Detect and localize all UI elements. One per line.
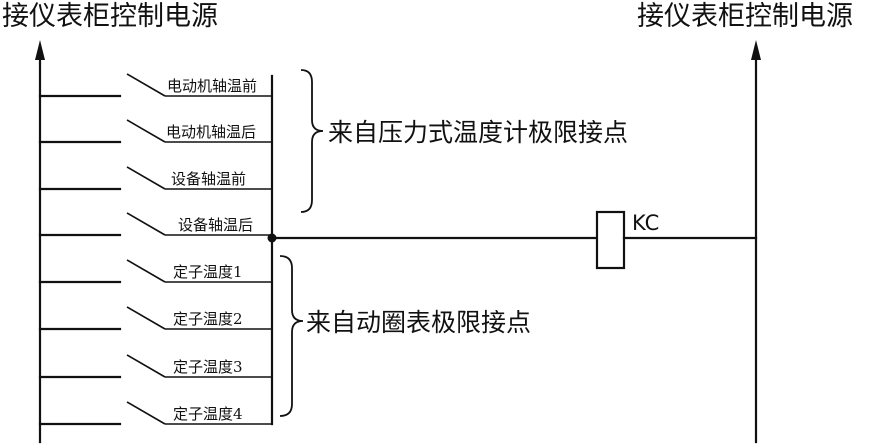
contact-label: 电动机轴温前 [167, 77, 257, 95]
pressure-group-label: 来自压力式温度计极限接点 [328, 118, 628, 147]
contact-blade [126, 212, 166, 236]
contact-branch: 电动机轴温前 [38, 73, 272, 98]
left-supply-rail [35, 40, 45, 444]
brace-coil-group [279, 255, 304, 417]
contact-branch: 定子温度2 [38, 306, 272, 331]
contact-label: 电动机轴温后 [166, 123, 256, 141]
contact-label: 定子温度2 [173, 310, 243, 328]
contact-label: 设备轴温前 [171, 170, 246, 188]
relay-label: KC [632, 211, 659, 235]
contact-branch: 设备轴温前 [38, 166, 272, 191]
contact-blade [126, 401, 166, 425]
contact-blade [126, 306, 166, 330]
contact-blade [126, 166, 166, 190]
brace-pressure-group [300, 69, 324, 213]
right-supply-label: 接仪表柜控制电源 [637, 1, 853, 32]
contact-branch: 电动机轴温后 [38, 119, 272, 144]
contact-branch: 定子温度1 [38, 259, 272, 284]
left-supply-label: 接仪表柜控制电源 [2, 1, 218, 32]
contact-blade [126, 354, 166, 378]
contact-blade [126, 73, 166, 97]
coil-group-label: 来自动圈表极限接点 [306, 308, 531, 337]
contact-label: 定子温度4 [173, 405, 243, 423]
contact-blade [126, 259, 166, 283]
relay-coil [595, 210, 626, 270]
contact-branch: 定子温度4 [38, 401, 272, 426]
right-supply-rail [751, 40, 761, 444]
contact-label: 定子温度3 [173, 358, 243, 376]
contact-label: 定子温度1 [173, 263, 243, 281]
contact-label: 设备轴温后 [178, 216, 253, 234]
contact-branch: 设备轴温后 [38, 212, 272, 237]
contact-blade [126, 119, 166, 143]
contact-branch: 定子温度3 [38, 354, 272, 379]
